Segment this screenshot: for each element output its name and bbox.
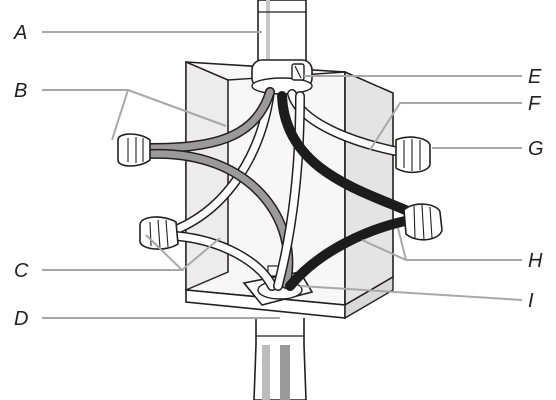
wire-nut-left-upper xyxy=(117,133,151,167)
label-c: C xyxy=(14,260,29,282)
wire-nut-right-upper xyxy=(395,136,431,174)
callout-labels: A B C D E F G H I xyxy=(13,22,544,330)
top-connector xyxy=(251,59,313,95)
label-d: D xyxy=(14,308,28,330)
label-i: I xyxy=(528,290,534,312)
leader-h-2 xyxy=(397,227,407,261)
wires xyxy=(145,87,415,291)
leader-b xyxy=(42,89,130,141)
leader-f xyxy=(369,102,522,151)
label-a: A xyxy=(13,22,27,44)
label-h: H xyxy=(528,250,543,272)
leader-lines xyxy=(42,31,523,319)
leader-c-2 xyxy=(181,237,221,271)
wire-nut-right-lower xyxy=(403,203,443,241)
top-conduit xyxy=(257,0,307,63)
label-g: G xyxy=(528,138,544,160)
label-e: E xyxy=(528,66,542,88)
wire-nut-left-lower xyxy=(139,216,179,250)
label-f: F xyxy=(528,93,542,115)
leader-b-2 xyxy=(127,89,227,127)
bottom-conduit xyxy=(253,318,307,400)
label-b: B xyxy=(14,80,27,102)
leader-i xyxy=(299,285,523,301)
